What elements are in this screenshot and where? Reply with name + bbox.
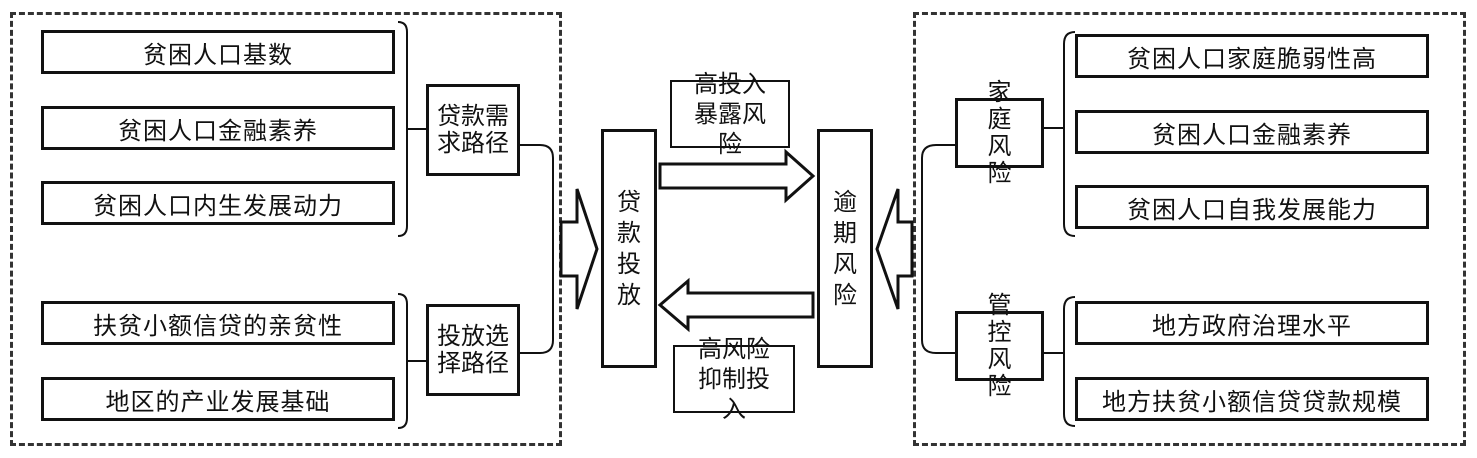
left-input-arrow [559, 188, 599, 310]
demand-item-3: 贫困人口内生发展动力 [41, 181, 395, 225]
right-merge-bracket [921, 144, 955, 354]
loan-disbursement-box: 贷款投放 [601, 129, 657, 368]
demand-item-1: 贫困人口基数 [41, 30, 395, 74]
family-item-2: 贫困人口金融素养 [1075, 110, 1429, 154]
control-item-1: 地方政府治理水平 [1075, 301, 1429, 345]
left-upper-bracket [397, 21, 408, 237]
control-item-2: 地方扶贫小额信贷贷款规模 [1075, 377, 1429, 421]
supply-item-1: 扶贫小额信贷的亲贫性 [41, 301, 395, 345]
supply-item-2: 地区的产业发展基础 [41, 377, 395, 421]
control-risk-label: 管控风险 [955, 292, 1044, 400]
top-arrow-label: 高投入暴露风险 [670, 70, 790, 158]
bottom-flow-arrow [657, 277, 815, 333]
right-control-bracket [1063, 296, 1076, 427]
top-flow-arrow [658, 148, 816, 204]
loan-disbursement-label: 贷款投放 [617, 187, 641, 309]
right-input-arrow [875, 188, 914, 310]
demand-path-label: 贷款需求路径 [426, 84, 520, 176]
overdue-risk-label: 逾期风险 [833, 187, 857, 309]
right-dashed-frame [913, 12, 1466, 446]
family-risk-label: 家庭风险 [955, 79, 1044, 187]
family-item-3: 贫困人口自我发展能力 [1075, 185, 1429, 229]
left-lower-bracket [397, 293, 408, 429]
bottom-arrow-label: 高风险抑制投入 [673, 335, 795, 423]
supply-path-label: 投放选择路径 [426, 304, 520, 396]
right-family-bracket [1063, 31, 1076, 237]
family-item-1: 贫困人口家庭脆弱性高 [1075, 34, 1429, 78]
left-merge-bracket [520, 144, 554, 354]
demand-item-2: 贫困人口金融素养 [41, 106, 395, 150]
overdue-risk-box: 逾期风险 [817, 129, 873, 368]
